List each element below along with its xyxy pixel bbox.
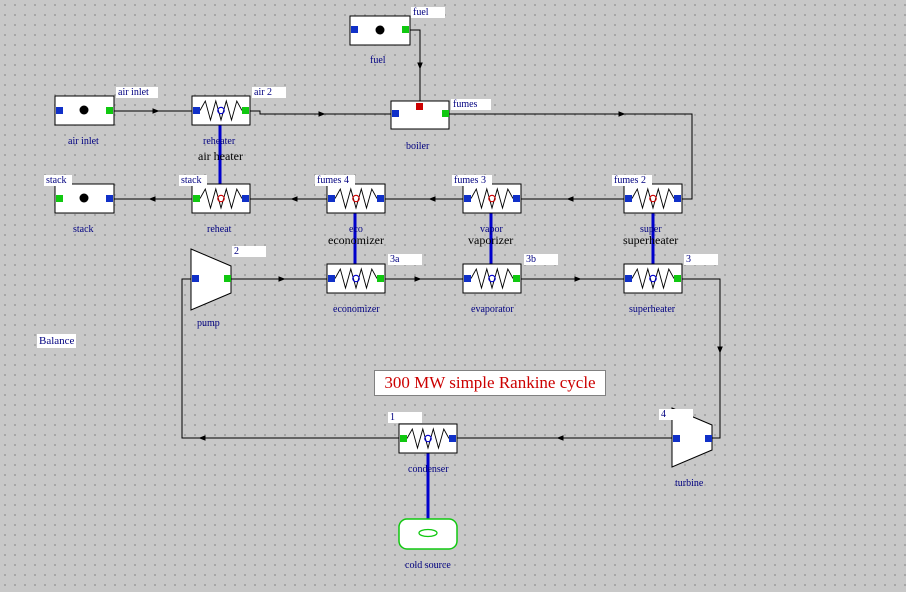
port-icon bbox=[377, 195, 384, 202]
super-hx[interactable] bbox=[623, 183, 683, 214]
reheat-label: reheat bbox=[207, 224, 232, 235]
coil-icon bbox=[334, 267, 378, 290]
superheater-sub-label: superheater bbox=[623, 233, 679, 247]
air-inlet-label: air inlet bbox=[68, 136, 99, 147]
link-node-icon bbox=[217, 194, 225, 203]
pump-label: pump bbox=[197, 318, 220, 329]
fuel-line bbox=[410, 29, 421, 106]
point-air-inlet-tag: air inlet bbox=[116, 87, 158, 98]
point-stack2-tag: stack bbox=[179, 175, 207, 186]
vaporizer-sub-label: vaporizer bbox=[468, 233, 514, 247]
port-icon bbox=[674, 195, 681, 202]
evaporator-label: evaporator bbox=[471, 304, 514, 315]
port-icon bbox=[328, 195, 335, 202]
stack-label: stack bbox=[73, 224, 94, 235]
point-2-tag: 2 bbox=[232, 246, 266, 257]
coil-icon bbox=[631, 187, 675, 210]
point-3b-tag: 3b bbox=[524, 254, 558, 265]
superheater-label: superheater bbox=[629, 304, 676, 315]
superheater-hx[interactable] bbox=[623, 263, 683, 294]
port-icon bbox=[242, 107, 249, 114]
coil-icon bbox=[199, 99, 243, 122]
link-node-icon bbox=[488, 194, 496, 203]
point-3-tag: 3 bbox=[684, 254, 718, 265]
coil-icon bbox=[631, 267, 675, 290]
fuel-label: fuel bbox=[370, 55, 386, 66]
air2-line bbox=[250, 110, 393, 115]
economizer-label: economizer bbox=[333, 304, 380, 315]
point-air2-tag: air 2 bbox=[252, 87, 286, 98]
link-node-icon bbox=[649, 274, 657, 283]
water-3-line bbox=[680, 278, 721, 439]
point-fumes-tag: fumes bbox=[451, 99, 491, 110]
link-node-icon bbox=[352, 194, 360, 203]
air-inlet-source[interactable] bbox=[54, 95, 115, 126]
port-icon bbox=[449, 435, 456, 442]
coil-icon bbox=[470, 267, 514, 290]
fuel-source[interactable] bbox=[349, 15, 411, 46]
economizer-sub-label: economizer bbox=[328, 233, 384, 247]
flow-lines bbox=[110, 29, 723, 441]
port-icon bbox=[625, 275, 632, 282]
link-node-icon bbox=[649, 194, 657, 203]
point-4-tag: 4 bbox=[659, 409, 693, 420]
condenser-hx[interactable] bbox=[398, 423, 458, 454]
coil-icon bbox=[470, 187, 514, 210]
port-icon bbox=[625, 195, 632, 202]
air-heater-label: air heater bbox=[198, 149, 243, 163]
port-icon bbox=[328, 275, 335, 282]
super-label: super bbox=[640, 224, 662, 235]
point-1-tag: 1 bbox=[388, 412, 422, 423]
cold-source-block[interactable] bbox=[398, 518, 458, 550]
point-fumes2-tag: fumes 2 bbox=[612, 175, 652, 186]
condenser-label: condenser bbox=[408, 464, 449, 475]
point-3a-tag: 3a bbox=[388, 254, 422, 265]
port-icon bbox=[464, 275, 471, 282]
eco-hx[interactable] bbox=[326, 183, 386, 214]
port-icon bbox=[193, 195, 200, 202]
balance-label[interactable]: Balance bbox=[37, 334, 77, 348]
turbine-label: turbine bbox=[675, 478, 704, 489]
water-1-line bbox=[181, 278, 400, 439]
evaporator-hx[interactable] bbox=[462, 263, 522, 294]
boiler-label: boiler bbox=[406, 141, 430, 152]
pump-block[interactable] bbox=[190, 248, 232, 311]
stack-sink[interactable] bbox=[54, 183, 115, 214]
fumes-line bbox=[449, 113, 693, 200]
port-icon bbox=[377, 275, 384, 282]
port-icon bbox=[464, 195, 471, 202]
turbine-block[interactable] bbox=[671, 407, 713, 468]
reheater-label: reheater bbox=[203, 136, 236, 147]
link-node-icon bbox=[488, 274, 496, 283]
port-icon bbox=[513, 275, 520, 282]
coil-icon bbox=[199, 187, 243, 210]
point-stack-tag: stack bbox=[44, 175, 72, 186]
link-node-icon bbox=[217, 106, 225, 115]
link-node-icon bbox=[352, 274, 360, 283]
coil-icon bbox=[406, 427, 450, 450]
economizer-hx[interactable] bbox=[326, 263, 386, 294]
port-icon bbox=[400, 435, 407, 442]
point-fuel-tag: fuel bbox=[411, 7, 445, 18]
cold-source-label: cold source bbox=[405, 560, 451, 571]
coil-icon bbox=[334, 187, 378, 210]
diagram-title: 300 MW simple Rankine cycle bbox=[374, 370, 606, 396]
reheat-hx[interactable] bbox=[191, 183, 251, 214]
reheater-hx[interactable] bbox=[191, 95, 251, 126]
vapor-label: vapor bbox=[480, 224, 503, 235]
port-icon bbox=[674, 275, 681, 282]
vapor-hx[interactable] bbox=[462, 183, 522, 214]
point-fumes4-tag: fumes 4 bbox=[315, 175, 355, 186]
link-node-icon bbox=[424, 434, 432, 443]
port-icon bbox=[513, 195, 520, 202]
eco-label: eco bbox=[349, 224, 363, 235]
boiler-block[interactable] bbox=[390, 100, 450, 130]
heat-exchangers bbox=[191, 95, 683, 454]
point-fumes3-tag: fumes 3 bbox=[452, 175, 492, 186]
port-icon bbox=[242, 195, 249, 202]
port-icon bbox=[193, 107, 200, 114]
